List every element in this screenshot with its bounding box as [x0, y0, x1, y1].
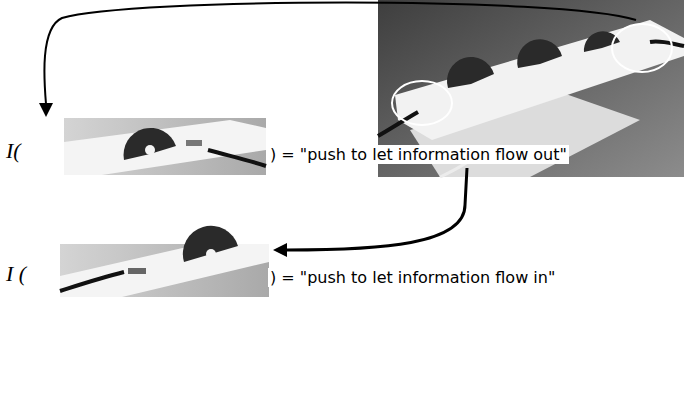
annotation-text: ) = "push to let information flow out" [268, 145, 569, 164]
label: I( [4, 138, 23, 164]
inset-photo [64, 118, 266, 175]
leader-arrow [273, 168, 467, 257]
function-symbol: I ( [4, 261, 28, 286]
inset-photo [60, 226, 269, 297]
label: I ( [4, 261, 28, 287]
leader-arrow [39, 3, 636, 118]
function-symbol: I( [4, 138, 23, 163]
label: ) = "push to let information flow in" [268, 268, 557, 287]
annotation-text: ) = "push to let information flow in" [268, 268, 557, 287]
label: ) = "push to let information flow out" [268, 145, 569, 164]
